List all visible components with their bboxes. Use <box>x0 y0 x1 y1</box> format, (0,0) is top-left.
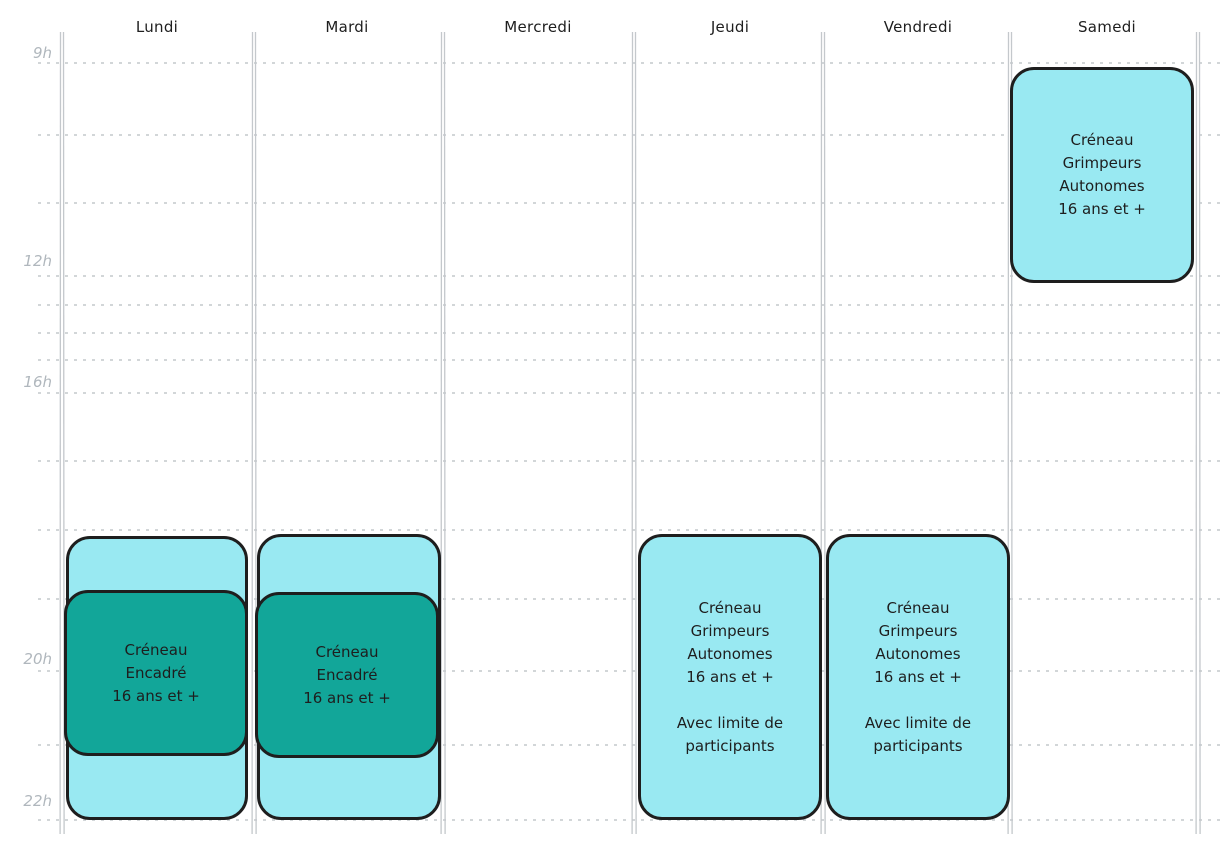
column-border <box>62 31 65 835</box>
slot-label: Créneau Encadré 16 ans et + <box>303 642 391 707</box>
day-header-mercredi: Mercredi <box>504 18 572 36</box>
slot-mardi-encadre[interactable]: Créneau Encadré 16 ans et + <box>255 592 439 758</box>
column-border <box>443 31 446 835</box>
slot-lundi-encadre[interactable]: Créneau Encadré 16 ans et + <box>64 590 248 756</box>
slot-label: Créneau Encadré 16 ans et + <box>112 640 200 705</box>
slot-jeudi-grimpeurs-autonomes[interactable]: Créneau Grimpeurs Autonomes 16 ans et + … <box>638 534 822 820</box>
day-header-vendredi: Vendredi <box>883 18 953 36</box>
slot-label: Créneau Grimpeurs Autonomes 16 ans et + <box>1058 131 1146 218</box>
hour-label-16h: 16h <box>23 373 52 391</box>
hour-label-22h: 22h <box>23 792 52 810</box>
column-border <box>1198 31 1201 835</box>
hour-label-9h: 9h <box>32 44 52 62</box>
day-header-jeudi: Jeudi <box>710 18 750 36</box>
day-header-lundi: Lundi <box>135 18 179 36</box>
day-header-mardi: Mardi <box>325 18 369 36</box>
slot-label: Créneau Grimpeurs Autonomes 16 ans et + … <box>676 598 784 755</box>
column-border <box>823 31 826 835</box>
slot-samedi-grimpeurs-autonomes[interactable]: Créneau Grimpeurs Autonomes 16 ans et + <box>1010 67 1194 283</box>
slot-vendredi-grimpeurs-autonomes[interactable]: Créneau Grimpeurs Autonomes 16 ans et + … <box>826 534 1010 820</box>
hour-label-12h: 12h <box>23 252 52 270</box>
slot-label: Créneau Grimpeurs Autonomes 16 ans et + … <box>864 598 972 755</box>
hour-label-20h: 20h <box>23 650 52 668</box>
day-header-samedi: Samedi <box>1077 18 1137 36</box>
column-border <box>634 31 637 835</box>
